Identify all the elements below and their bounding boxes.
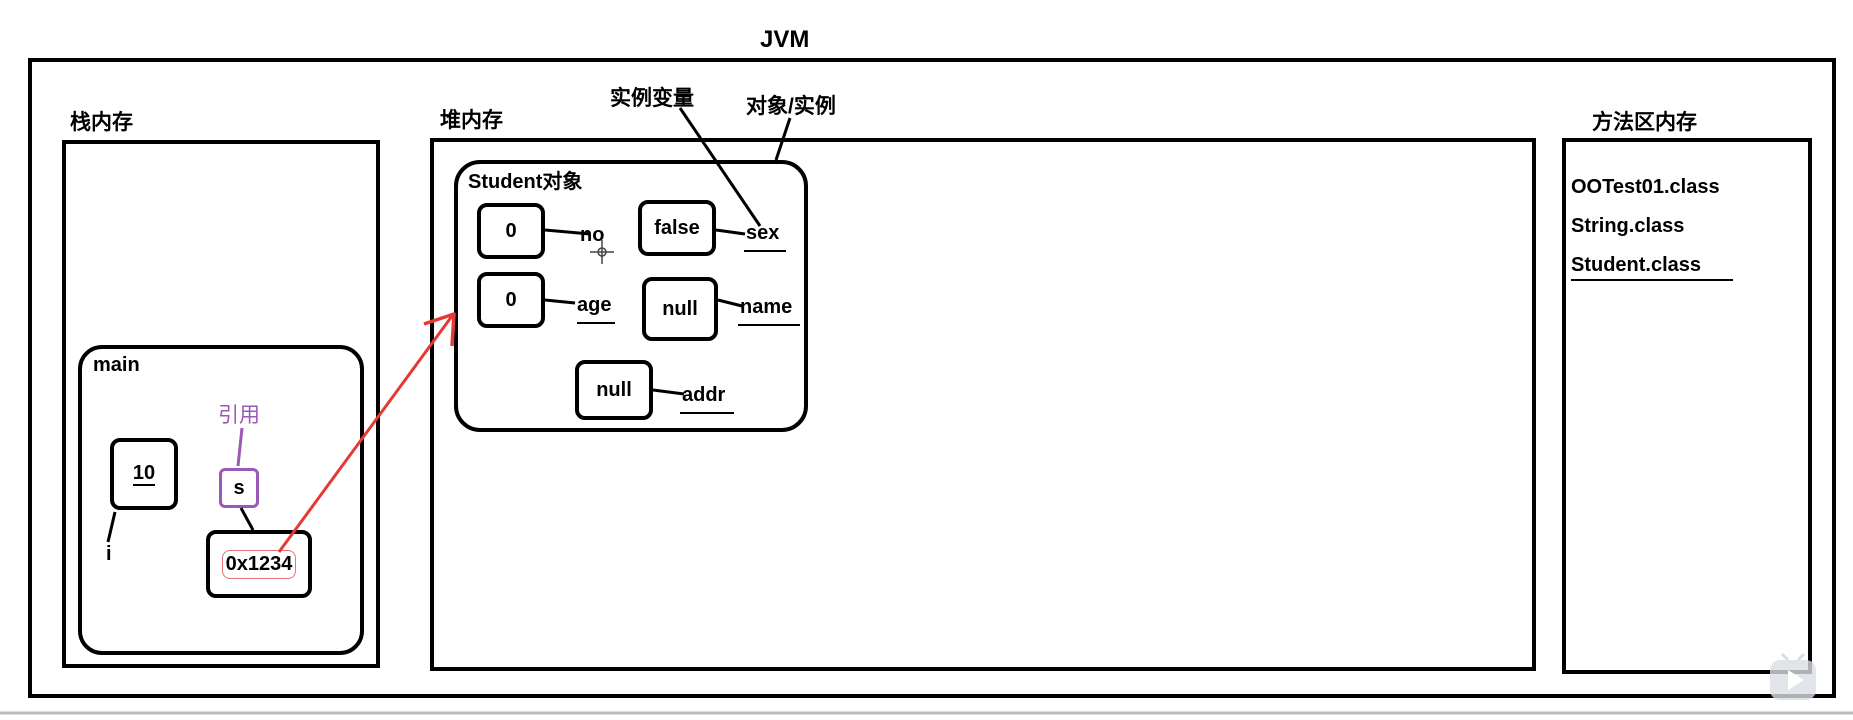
var-s-label: s	[233, 476, 245, 499]
field-name-name: name	[740, 296, 793, 318]
class-item-student-underline	[1571, 279, 1733, 281]
address-cell: 0x1234	[206, 530, 312, 598]
class-item-string: String.class	[1571, 215, 1685, 237]
var-i-value: 10	[132, 462, 156, 486]
field-no-value: 0	[477, 203, 545, 259]
field-addr-value: null	[575, 360, 653, 420]
field-sex-name: sex	[746, 222, 780, 244]
main-frame-title: main	[93, 354, 140, 376]
stack-title: 栈内存	[70, 111, 133, 134]
field-addr-name: addr	[682, 384, 726, 406]
field-name-value: null	[642, 277, 718, 341]
class-item-student: Student.class	[1571, 254, 1702, 276]
instance-var-label: 实例变量	[610, 87, 694, 110]
field-name-underline	[738, 324, 800, 326]
field-age-underline	[577, 322, 615, 324]
video-watermark-icon	[1770, 652, 1816, 700]
heap-title: 堆内存	[440, 109, 503, 132]
var-i-label: i	[106, 543, 112, 565]
student-object-title: Student对象	[468, 171, 583, 193]
field-no-name: no	[580, 224, 605, 246]
address-value: 0x1234	[221, 549, 297, 579]
reference-label: 引用	[218, 404, 260, 427]
field-addr-underline	[680, 412, 734, 414]
object-label: 对象/实例	[746, 95, 836, 118]
field-sex-value: false	[638, 200, 716, 256]
class-item-ootest01: OOTest01.class	[1571, 176, 1720, 198]
var-i-value-cell: 10	[110, 438, 178, 510]
field-age-value: 0	[477, 272, 545, 328]
var-s-cell: s	[219, 468, 259, 508]
jvm-title: JVM	[760, 26, 810, 53]
field-sex-underline	[744, 250, 786, 252]
method-area-title: 方法区内存	[1592, 111, 1697, 134]
field-age-name: age	[577, 294, 612, 316]
method-area-box	[1562, 138, 1812, 674]
